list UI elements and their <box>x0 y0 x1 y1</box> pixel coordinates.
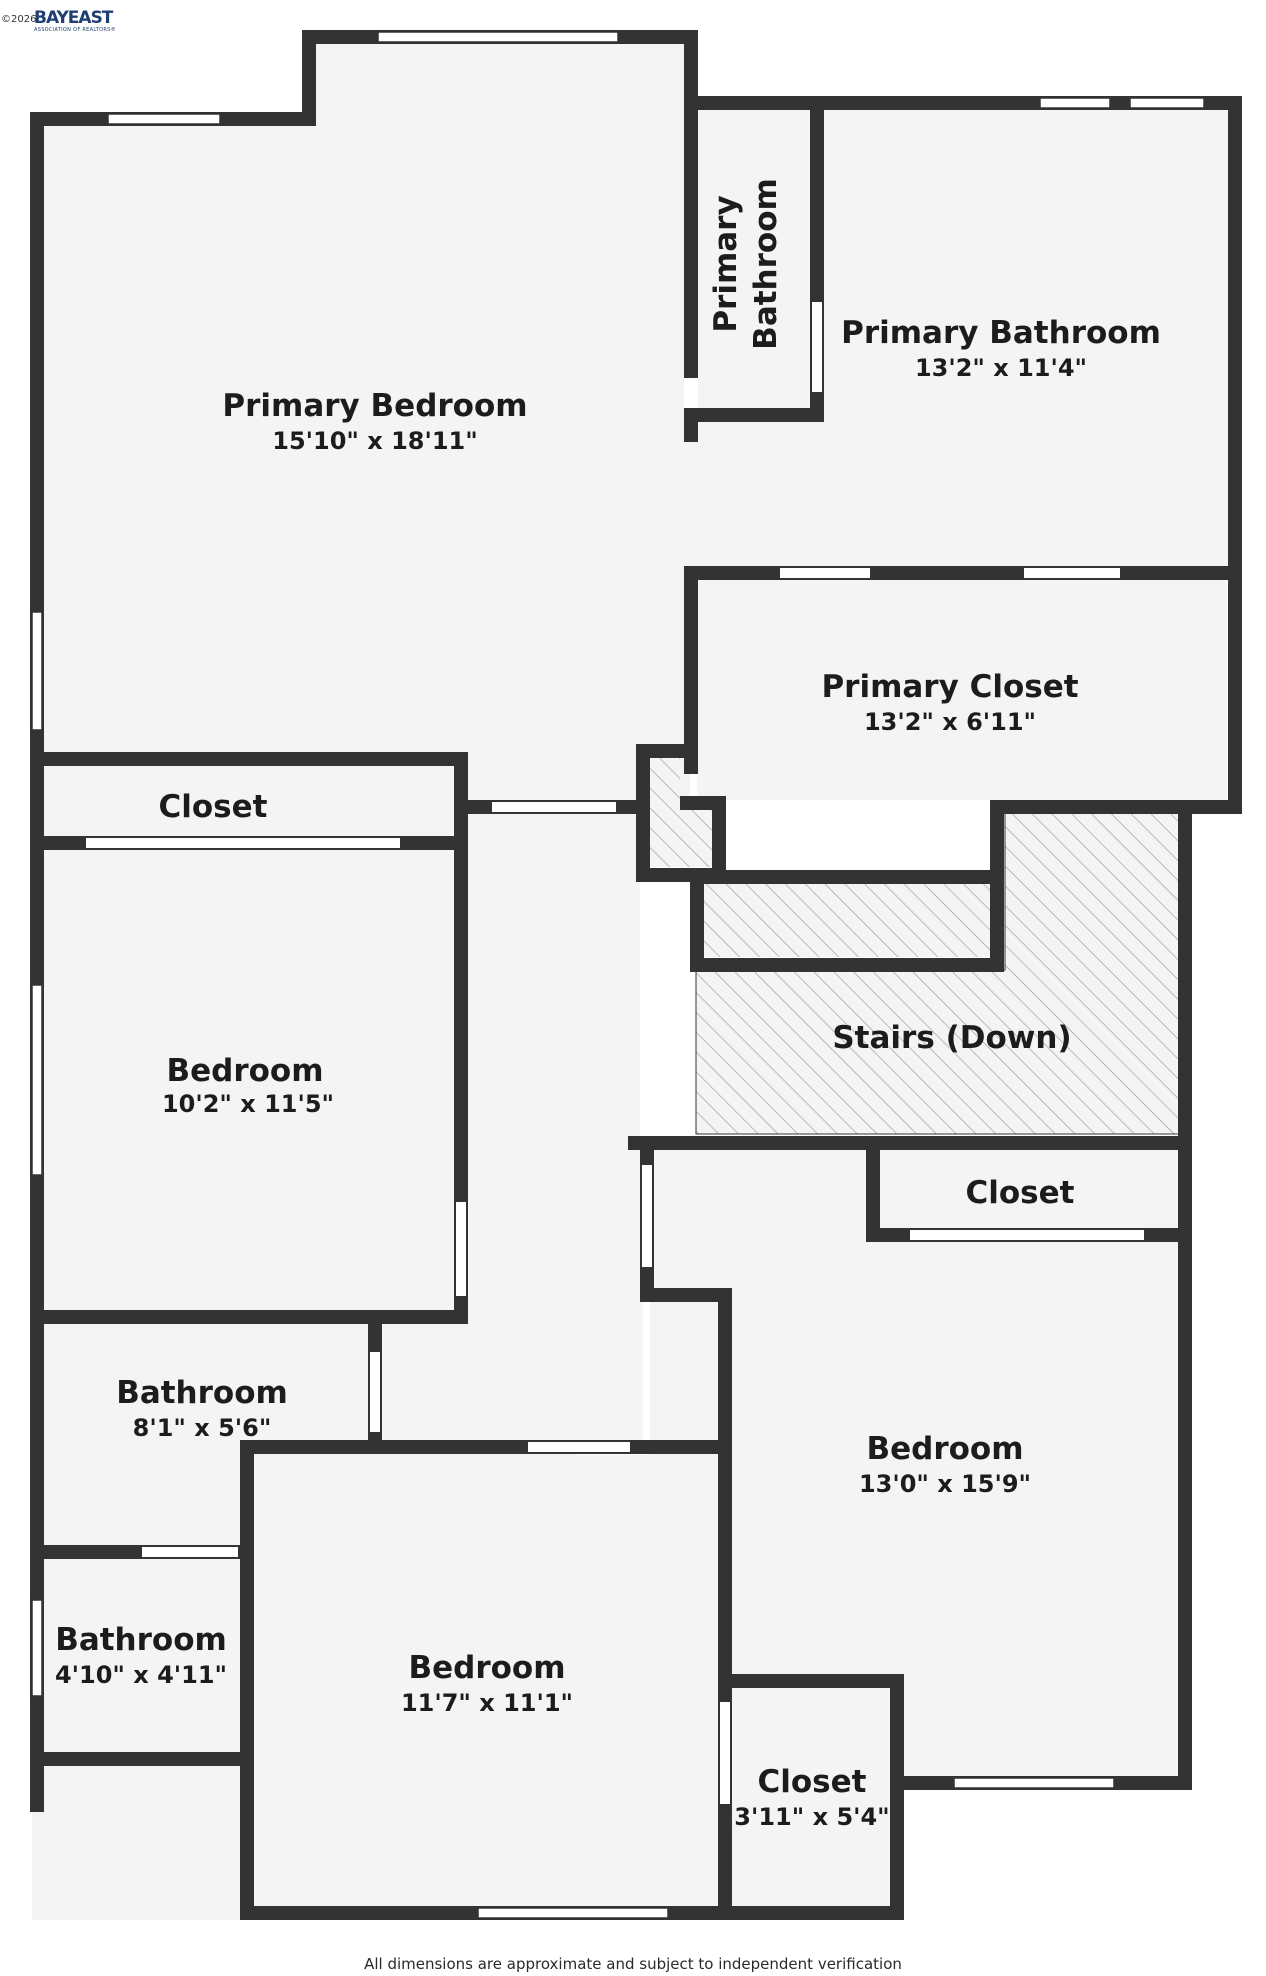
primary-closet-name: Primary Closet <box>821 669 1078 705</box>
primary-bathroom-name: Primary Bathroom <box>841 315 1161 351</box>
window-left-3 <box>31 1599 43 1697</box>
stairs-hatch <box>650 757 1181 1135</box>
window-top-right-1 <box>1039 97 1111 109</box>
window-bottom-1 <box>477 1907 669 1919</box>
windows <box>31 31 1205 1919</box>
closet-right-name: Closet <box>966 1175 1075 1211</box>
bayeast-logo: BAYEAST <box>34 8 113 28</box>
closet-bottom-dims: 3'11" x 5'4" <box>734 1803 889 1831</box>
primary-bathroom-dims: 13'2" x 11'4" <box>915 354 1087 382</box>
copyright-text: ©2026 <box>1 14 37 25</box>
window-bottom-2 <box>953 1777 1115 1789</box>
closet-top-left-name: Closet <box>159 789 268 825</box>
openings <box>86 302 1144 1804</box>
stairs-upper-hatch <box>703 882 990 957</box>
primary-closet-dims: 13'2" x 6'11" <box>864 708 1036 736</box>
floor-closet-right <box>878 1146 1178 1234</box>
bathroom-2-name: Bathroom <box>55 1622 227 1658</box>
bathroom-2-dims: 4'10" x 4'11" <box>55 1661 227 1689</box>
window-top-left <box>107 113 221 125</box>
bathroom-1-dims: 8'1" x 5'6" <box>133 1414 272 1442</box>
bedroom-right-name: Bedroom <box>866 1431 1023 1467</box>
stairs-small-hatch <box>650 757 712 867</box>
window-left-2 <box>31 984 43 1176</box>
bedroom-left-dims: 10'2" x 11'5" <box>162 1090 334 1118</box>
window-top-center <box>377 31 619 43</box>
bedroom-bottom-name: Bedroom <box>408 1650 565 1686</box>
closet-bottom-name: Closet <box>758 1764 867 1800</box>
bedroom-bottom-dims: 11'7" x 11'1" <box>401 1689 573 1717</box>
primary-bedroom-name: Primary Bedroom <box>222 388 527 424</box>
stairs-name: Stairs (Down) <box>832 1020 1071 1056</box>
primary-bedroom-dims: 15'10" x 18'11" <box>272 427 478 455</box>
bedroom-left-name: Bedroom <box>166 1053 323 1089</box>
bayeast-logo-subtitle: ASSOCIATION OF REALTORS® <box>34 27 116 33</box>
primary-bathroom-small-line2: Bathroom <box>748 178 784 350</box>
room-labels: Primary Bedroom 15'10" x 18'11" Primary … <box>55 178 1161 1831</box>
window-top-right-2 <box>1129 97 1205 109</box>
bathroom-1-name: Bathroom <box>116 1375 288 1411</box>
primary-bathroom-small-line1: Primary <box>708 195 744 332</box>
floor-bottom <box>250 1455 720 1915</box>
stairs-main-hatch <box>695 811 1181 1135</box>
floor-right-wing <box>650 1140 1182 1780</box>
bedroom-right-dims: 13'0" x 15'9" <box>859 1470 1031 1498</box>
window-left-1 <box>31 611 43 731</box>
floor-closet-bottom <box>730 1690 900 1915</box>
disclaimer-text: All dimensions are approximate and subje… <box>364 1955 902 1973</box>
floor-primary-closet <box>697 575 1227 800</box>
